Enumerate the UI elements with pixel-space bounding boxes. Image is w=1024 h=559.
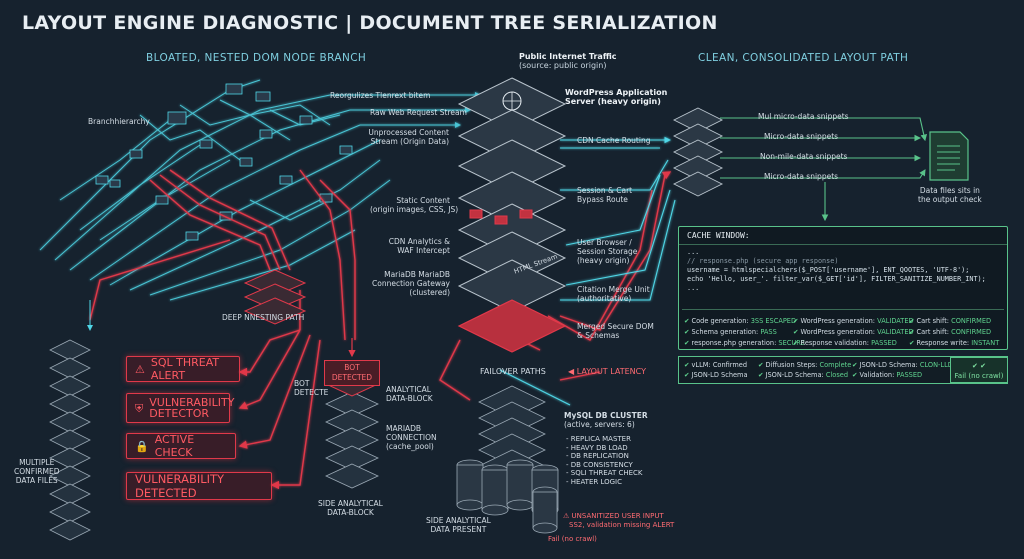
list-item: - DB REPLICATION bbox=[566, 452, 629, 460]
layout-latency-label: ◀ LAYOUT LATENCY bbox=[568, 367, 646, 376]
cache-window: CACHE WINDOW: ... // response.php (secur… bbox=[678, 226, 1008, 350]
deep-nesting-label: DEEP NNESTING PATH bbox=[222, 313, 305, 322]
center-stack-red bbox=[457, 299, 567, 353]
list-item: - SQLI THREAT CHECK bbox=[566, 469, 643, 477]
stat-item: ✔response.php generation: SECURE bbox=[684, 339, 805, 347]
list-item: - REPLICA MASTER bbox=[566, 435, 631, 443]
tree-nodes bbox=[95, 83, 353, 241]
branch-hierarchy-label: Branchhierarchy bbox=[88, 117, 150, 126]
flow-item: Micro-data snippets bbox=[764, 132, 839, 141]
latency-arrow-icon: ◀ bbox=[568, 367, 577, 376]
sql-threat-alert: ⚠ SQL THREAT ALERT bbox=[126, 356, 240, 382]
flow-item: Non-mile-data snippets bbox=[760, 152, 848, 161]
cache-window-header: CACHE WINDOW: bbox=[687, 231, 750, 240]
reorganizes-label: Reorgulizes Tlenrext bitem bbox=[330, 91, 431, 100]
green-flows bbox=[720, 117, 927, 222]
page-title: LAYOUT ENGINE DIAGNOSTIC | DOCUMENT TREE… bbox=[22, 12, 718, 34]
check-icon: ✔ ✔ bbox=[972, 362, 986, 370]
fail-no-crawl-badge: ✔ ✔ Fail (no crawl) bbox=[950, 357, 1008, 383]
stat-item: ✔Response write: INSTANT bbox=[909, 339, 1000, 347]
flow-item: Micro-data snippets bbox=[764, 172, 839, 181]
center-stack bbox=[457, 77, 567, 313]
flow-item: Mul micro-data snippets bbox=[758, 112, 849, 121]
cdn-cache-label: CDN Cache Routing bbox=[577, 136, 651, 145]
mysql-cluster-label: MySQL DB CLUSTER(active, servers: 6) bbox=[564, 411, 648, 429]
fail-no-crawl-label: Fail (no crawl) bbox=[548, 535, 597, 543]
left-stack bbox=[49, 339, 91, 541]
db-cylinders bbox=[456, 459, 559, 534]
lock-icon: 🔒 bbox=[135, 439, 149, 453]
bar-item: ✔JSON-LD Schema bbox=[684, 371, 748, 379]
document-icon bbox=[929, 131, 969, 181]
tree-network bbox=[39, 79, 481, 301]
vulnerability-detected-alert: VULNERABILITY DETECTED bbox=[126, 472, 272, 500]
code-block: ... // response.php (secure app response… bbox=[687, 248, 986, 292]
public-traffic-label: Public Internet Traffic (source: public … bbox=[519, 52, 617, 70]
stat-item: ✔Response validation: PASSED bbox=[793, 339, 897, 347]
stat-item: ✔WordPress generation: VALIDATED bbox=[793, 328, 914, 336]
active-check-alert: 🔒 ACTIVE CHECK bbox=[126, 433, 236, 459]
right-stack bbox=[672, 107, 724, 197]
left-section-title: BLOATED, NESTED DOM NODE BRANCH bbox=[146, 52, 367, 64]
bar-item: ✔Validation: PASSED bbox=[852, 371, 923, 379]
list-item: - HEATER LOGIC bbox=[566, 477, 623, 486]
bot-stack bbox=[325, 391, 379, 489]
stat-item: ✔Code generation: 3SS ESCAPED bbox=[684, 317, 797, 325]
bar-item: ✔JSON-LD Schema: CLON-LLD bbox=[852, 361, 953, 369]
nesting-stack bbox=[243, 269, 307, 325]
right-section-title: CLEAN, CONSOLIDATED LAYOUT PATH bbox=[698, 52, 909, 64]
bar-item: ✔Diffusion Steps: Complete bbox=[758, 361, 852, 369]
warning-icon: ⚠ bbox=[563, 512, 572, 520]
stat-item: ✔WordPress generation: VALIDATED bbox=[793, 317, 914, 325]
user-browser-label: User Browser /Session Storage(heavy orig… bbox=[577, 238, 638, 265]
stat-item: ✔Schema generation: PASS bbox=[684, 328, 777, 336]
stat-item: ✔Cart shift: CONFIRMED bbox=[909, 328, 992, 336]
stat-item: ✔Cart shift: CONFIRMED bbox=[909, 317, 992, 325]
shield-icon: ⛨ bbox=[135, 401, 144, 415]
static-content-label: Static Content(origin images, CSS, JS) bbox=[370, 196, 459, 214]
warning-icon: ⚠ bbox=[135, 362, 145, 376]
list-item: - DB CONSISTENCY bbox=[566, 460, 633, 469]
list-item: - HEAVY DB LOAD bbox=[566, 443, 628, 452]
citation-merge-label: Citation Merge Unit(authoritative) bbox=[577, 285, 650, 303]
cdn-analytics-label: CDN Analytics &WAF Intercept bbox=[388, 237, 450, 255]
raw-web-label: Raw Web Request Stream bbox=[370, 108, 467, 117]
bar-item: ✔vLLM: Confirmed bbox=[684, 361, 748, 369]
unsanitized-label: ⚠ UNSANITIZED USER INPUT SS2, validation… bbox=[563, 512, 675, 529]
red-paths bbox=[89, 169, 672, 490]
bar-item: ✔JSON-LD Schema: Closed bbox=[758, 371, 849, 379]
failover-paths-label: FAILOVER PATHS bbox=[480, 367, 546, 376]
mysql-items: - REPLICA MASTER- HEAVY DB LOAD - DB REP… bbox=[566, 435, 643, 486]
merged-dom-label: Merged Secure DOM& Schemas bbox=[577, 322, 654, 340]
red-small-boxes bbox=[469, 209, 533, 225]
